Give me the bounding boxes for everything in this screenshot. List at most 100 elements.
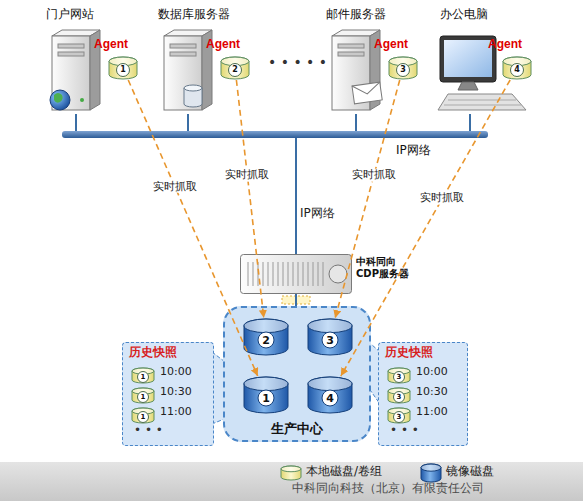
monitor-frame [440, 36, 496, 82]
disk-number: 3 [393, 411, 405, 423]
local-disk: 4 [502, 56, 532, 80]
vent-line [278, 262, 279, 286]
monitor-screen [444, 40, 492, 77]
keyboard-keys [448, 100, 516, 101]
snapshot-disk: 1 [131, 407, 155, 424]
disk-number: 2 [258, 332, 275, 349]
disk-number: 1 [137, 411, 149, 423]
envelope-flap [352, 82, 381, 96]
agent-label: Agent [374, 38, 408, 52]
mirror-disk: 4 [307, 376, 353, 414]
snapshot-disk: 3 [387, 367, 411, 384]
host-computer: 门户网站 Agent 1 [38, 6, 148, 114]
snapshot-disk: 3 [387, 407, 411, 424]
drive-slot [338, 44, 364, 48]
network-label: IP网络 [396, 144, 431, 158]
drive-slot [170, 52, 196, 56]
host-computer: 办公电脑Agent4 [432, 6, 540, 114]
network-line [187, 114, 189, 131]
capture-link [335, 80, 400, 318]
edge-label: IP网络 [300, 207, 335, 221]
vent-line [288, 262, 289, 286]
network-line [469, 114, 471, 131]
disk-shape-body [503, 57, 531, 79]
mirror-disk: 3 [307, 318, 353, 356]
legend-disk-top [421, 464, 441, 471]
server-front [164, 36, 202, 110]
disk-shape-body [244, 319, 288, 355]
cdp-server: 中科同向 CDP服务器 [240, 254, 352, 294]
snapshot-panel: 历史快照 3 3 3 [378, 342, 468, 446]
disk-shape-body [109, 57, 137, 79]
panel-title: 历史快照 [385, 346, 433, 360]
host-name: 门户网站 [46, 8, 94, 22]
disk-shape-body [389, 57, 417, 79]
legend-number: 1 [425, 467, 437, 479]
disk-number: 3 [393, 371, 405, 383]
network-line [295, 138, 297, 254]
capture-link [236, 80, 263, 318]
disk-number: 3 [322, 332, 339, 349]
local-disk: 3 [388, 56, 418, 80]
edge-label: 实时抓取 [419, 192, 465, 205]
legend-disk [280, 465, 302, 481]
disk-number: 3 [393, 391, 405, 403]
local-disk: 1 [108, 56, 138, 80]
legend-disk-body [421, 464, 441, 482]
disk-number: 1 [137, 391, 149, 403]
network-line [295, 294, 297, 306]
snapshot-disk: 3 [387, 387, 411, 404]
monitor-stand [458, 82, 478, 90]
vent-line [303, 262, 304, 286]
mirror-disk: 2 [243, 318, 289, 356]
drive-slot [170, 44, 196, 48]
snapshot-disk: 1 [131, 367, 155, 384]
edge-label: 实时抓取 [152, 180, 198, 193]
disk-number: 1 [258, 390, 275, 407]
host-computer: 数据库服务器Agent2 [150, 6, 262, 114]
network-bus: IP网络 [62, 131, 488, 138]
disk-number: 1 [116, 63, 130, 77]
agent-label: Agent [94, 38, 128, 52]
network-line [355, 114, 357, 131]
local-disk: 2 [220, 56, 250, 80]
disk-shape-body [132, 388, 154, 403]
legend-band [0, 462, 583, 501]
mirror-disk: 1 [243, 376, 289, 414]
keyboard-keys [444, 105, 521, 106]
vent-line [258, 262, 259, 286]
vent-line [253, 262, 254, 286]
capture-link [128, 80, 257, 376]
vent-line [273, 262, 274, 286]
rack-front [241, 255, 352, 294]
legend-disk-top [281, 466, 301, 472]
watermark: 中科同向科技（北京）有限责任公司 [292, 482, 484, 496]
vent-line [263, 262, 264, 286]
disk-number: 4 [322, 390, 339, 407]
agent-label: Agent [206, 38, 240, 52]
vent-line [248, 262, 249, 286]
disk-shape-body [221, 57, 249, 79]
legend-icon [420, 463, 442, 483]
disk-shape-body [388, 368, 410, 383]
disk-shape-body [244, 377, 288, 413]
vent-line [313, 262, 314, 286]
keyboard [438, 94, 526, 110]
group-title: 生产中心 [271, 422, 323, 437]
disk-number: 1 [137, 371, 149, 383]
legend-number: 1 [285, 467, 297, 479]
server-front [52, 36, 90, 110]
globe-icon [50, 90, 70, 110]
edge-label: 实时抓取 [224, 169, 270, 182]
network-line [75, 114, 77, 131]
envelope-body [352, 82, 382, 104]
disk-number: 2 [228, 63, 242, 77]
agent-label: Agent [488, 38, 522, 52]
disk-shape-body [308, 377, 352, 413]
vent-line [318, 262, 319, 286]
legend-text: 镜像磁盘 [446, 465, 494, 479]
vent-line [283, 262, 284, 286]
disk-shape-body [388, 388, 410, 403]
vent-line [323, 262, 324, 286]
